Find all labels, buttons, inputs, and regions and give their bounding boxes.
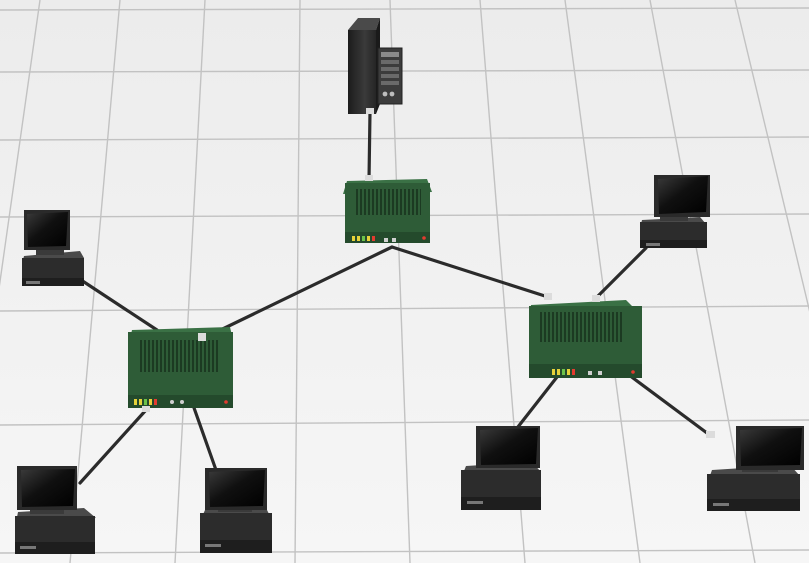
cable-hub-right-pc-right-bottom-2 <box>627 373 713 438</box>
network-hub-icon[interactable] <box>343 175 432 243</box>
cable-hub-center-hub-right <box>390 245 550 299</box>
cable-hub-right-pc-right-top <box>594 246 648 300</box>
cables <box>76 110 713 485</box>
cable-hub-left-pc-left-top <box>76 276 159 332</box>
cable-hub-left-pc-left-bottom-2 <box>191 403 218 472</box>
computer-icon[interactable] <box>640 175 710 248</box>
computer-icon[interactable] <box>15 466 96 554</box>
computer-icon[interactable] <box>461 426 541 510</box>
cable-hub-left-pc-left-bottom-1 <box>78 408 148 485</box>
computer-icon[interactable] <box>706 426 804 511</box>
network-hub-icon[interactable] <box>128 327 233 412</box>
computer-icon[interactable] <box>22 210 84 286</box>
computer-icon[interactable] <box>200 468 272 553</box>
server-icon[interactable] <box>348 18 403 114</box>
cable-hub-center-hub-left <box>204 245 394 339</box>
cable-hub-right-pc-right-bottom-1 <box>512 375 559 434</box>
network-hub-icon[interactable] <box>529 293 642 378</box>
cable-server-hub-center <box>367 110 372 182</box>
